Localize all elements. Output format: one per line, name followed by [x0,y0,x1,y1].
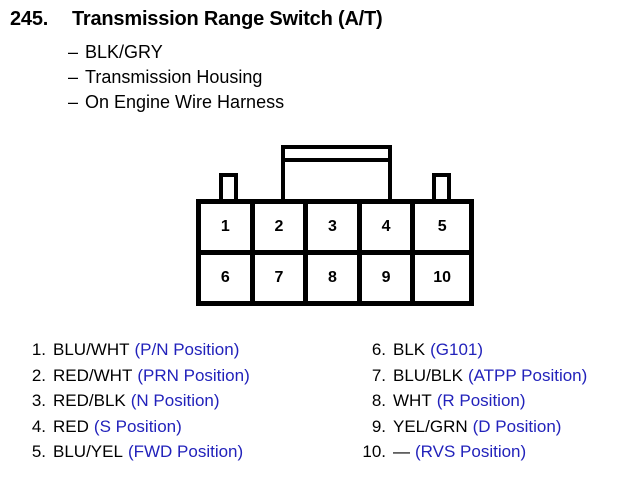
pin-cell: 3 [308,204,362,250]
connector-pin-row: 1 2 3 4 5 [201,204,469,255]
dash-marker: – [68,67,79,87]
pin-cell: 8 [308,255,362,301]
pin-legend-wire-color: BLK [393,340,426,359]
pin-legend-number: 5. [31,442,46,461]
pin-cell: 1 [201,204,255,250]
pin-cell: 10 [433,269,452,286]
pin-legend-number: 7. [371,365,386,385]
pin-legend-number: 10. [362,442,386,461]
connector-pin-row: 6 7 8 9 10 [201,255,469,301]
pin-legend-item: 7. BLU/BLK (ATPP Position) [356,363,587,389]
pin-legend-left: 1. BLU/WHT (P/N Position) 2. RED/WHT (PR… [16,337,250,465]
connector-latch-icon [281,145,392,201]
pin-legend-item: 2. RED/WHT (PRN Position) [16,363,250,389]
pin-legend-wire-color: BLU/BLK [393,365,463,385]
pin-legend-wire-color: WHT [393,391,432,410]
pin-legend-item: 5. BLU/YEL (FWD Position) [16,439,250,465]
pin-legend-wire-color: RED/WHT [53,365,133,385]
detail-list-item: – BLK/GRY [68,40,284,65]
detail-list-item: – Transmission Housing [68,65,284,90]
pin-legend-position: (D Position) [472,416,562,436]
pin-legend-wire-color: RED [53,416,89,436]
pin-legend-right: 6. BLK (G101) 7. BLU/BLK (ATPP Position)… [356,337,587,465]
pin-cell: 7 [255,255,309,301]
pin-cell: 6 [201,255,255,301]
pin-legend-wire-color: — [393,442,410,461]
pin-legend-item: 6. BLK (G101) [356,337,587,363]
connector-diagram: 1 2 3 4 5 6 7 8 9 10 [193,145,477,310]
pin-legend-position: (PRN Position) [137,365,250,385]
pin-legend-wire-color: YEL/GRN [393,416,468,436]
pin-legend-item: 4. RED (S Position) [16,414,250,440]
detail-list: – BLK/GRY – Transmission Housing – On En… [68,40,284,115]
dash-marker: – [68,42,79,62]
pin-legend-position: (S Position) [93,416,182,436]
pin-legend-item: 3. RED/BLK (N Position) [16,388,250,414]
connector-left-tab-icon [219,173,238,203]
connector-latch-divider [285,158,388,162]
pin-legend-number: 9. [371,416,386,436]
pin-cell: 4 [362,204,416,250]
pin-legend-number: 1. [31,340,46,359]
pin-legend-number: 3. [31,391,46,410]
pin-legend-position: (N Position) [130,391,220,410]
pin-legend-wire-color: BLU/WHT [53,340,130,359]
pin-legend-position: (FWD Position) [127,442,244,461]
page-title: 245. Transmission Range Switch (A/T) [10,8,383,31]
connector-right-tab-icon [432,173,451,203]
page-title-number: 245. [10,8,49,30]
pin-cell: 5 [437,218,447,235]
detail-list-item-label: BLK/GRY [85,42,163,62]
pin-legend-position: (G101) [430,340,484,359]
detail-list-item: – On Engine Wire Harness [68,90,284,115]
pin-legend-item: 1. BLU/WHT (P/N Position) [16,337,250,363]
pin-cell: 2 [255,204,309,250]
pin-legend-number: 8. [371,391,386,410]
pin-legend-position: (R Position) [436,391,526,410]
pin-legend-item: 10. — (RVS Position) [356,439,587,465]
pin-legend-wire-color: RED/BLK [53,391,126,410]
pin-legend-number: 6. [371,340,386,359]
pin-legend-item: 8. WHT (R Position) [356,388,587,414]
detail-list-item-label: Transmission Housing [85,67,263,87]
pin-legend-item: 9. YEL/GRN (D Position) [356,414,587,440]
pin-legend-position: (P/N Position) [134,340,240,359]
pin-legend-wire-color: BLU/YEL [53,442,123,461]
pin-cell: 9 [362,255,416,301]
pin-legend-number: 2. [31,365,46,385]
detail-list-item-label: On Engine Wire Harness [85,92,285,112]
connector-pin-grid: 1 2 3 4 5 6 7 8 9 10 [196,199,474,306]
pin-legend-position: (RVS Position) [415,442,527,461]
dash-marker: – [68,92,79,112]
pin-legend-number: 4. [31,416,46,436]
pin-legend-position: (ATPP Position) [467,365,588,385]
page-title-text: Transmission Range Switch (A/T) [72,8,383,30]
